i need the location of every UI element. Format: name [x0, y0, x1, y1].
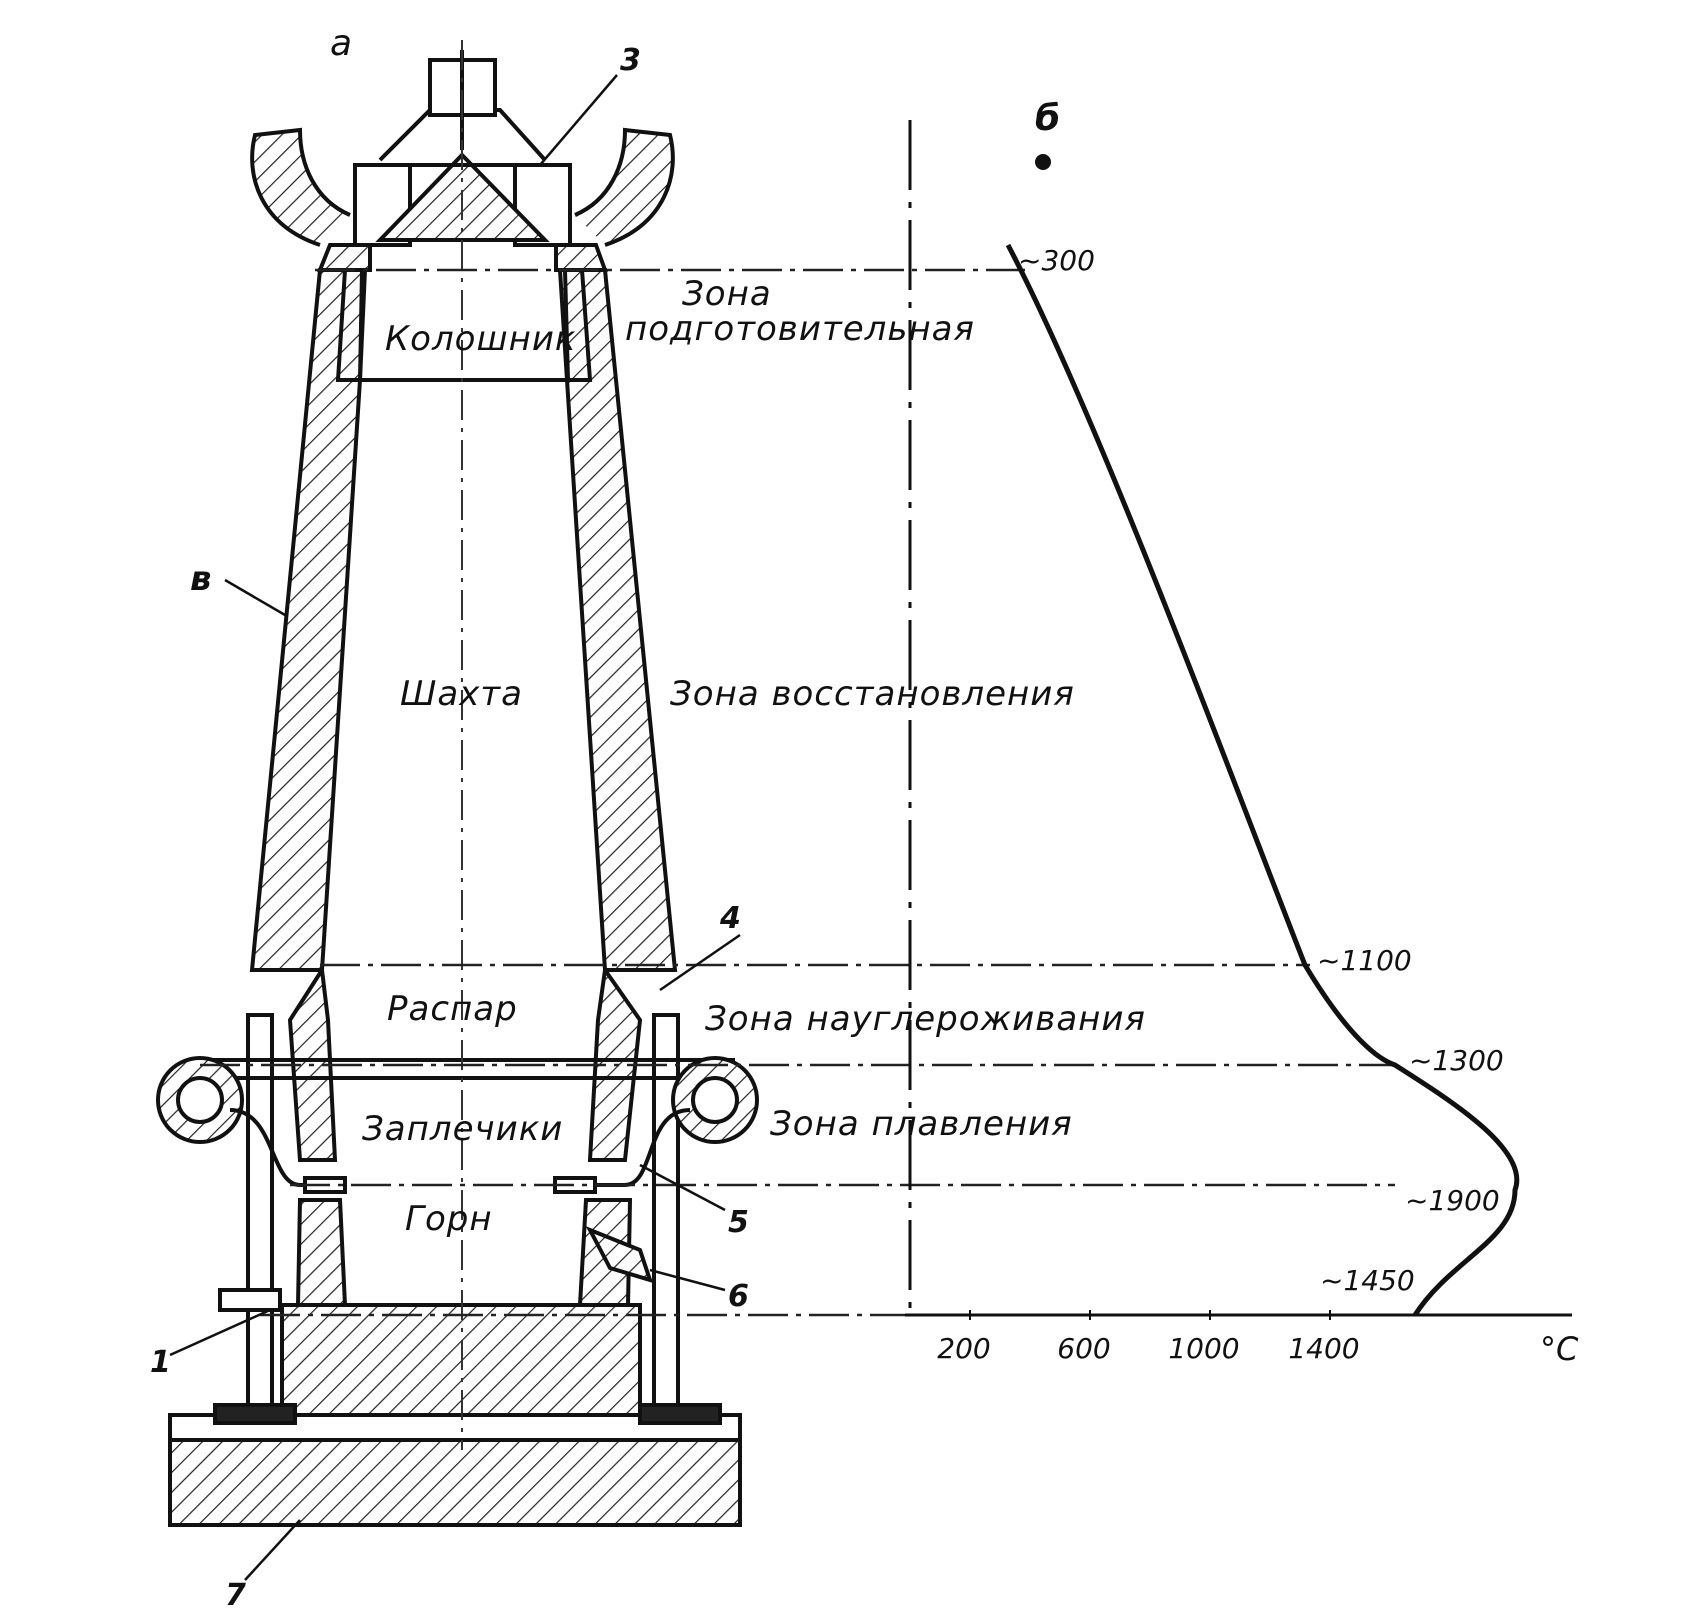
callout-6: 6: [728, 1279, 749, 1314]
panel-b-dot: [1035, 154, 1051, 170]
panel-label-a: а: [330, 23, 352, 64]
zone-plavlen: Зона плавления: [770, 1104, 1073, 1144]
callout-v: в: [190, 559, 212, 599]
bustle-pipe-left-bore: [176, 1076, 224, 1124]
temp-label-300: ~300: [1018, 244, 1095, 277]
x-tick-label-1000: 1000: [1168, 1332, 1239, 1365]
furnace-section: [156, 50, 759, 1527]
temp-label-1300: ~1300: [1409, 1044, 1504, 1077]
zone-naugler: Зона науглероживания: [705, 999, 1146, 1039]
gas-offtake-right: [574, 127, 675, 247]
column-left: [246, 1013, 274, 1417]
chart-labels: 200 600 1000 1400 °C ~300 ~1100 ~1300 ~1900 ~1450: [937, 244, 1579, 1368]
zone-vosstan: Зона восстановления: [670, 674, 1075, 714]
foundation: [168, 1438, 742, 1527]
callout-7: 7: [225, 1578, 246, 1613]
temp-label-1900: ~1900: [1405, 1184, 1500, 1217]
callout-1: 1: [150, 1345, 171, 1380]
callout-leaders: [169, 74, 741, 1581]
slag-notch-left: [218, 1288, 282, 1312]
x-tick-label-1400: 1400: [1288, 1332, 1359, 1365]
part-gorn: Горн: [405, 1199, 493, 1239]
temperature-graph: [905, 120, 1572, 1320]
column-base-right: [638, 1403, 722, 1425]
zone-podgot-line2: подготовительная: [625, 309, 975, 349]
part-raspar: Распар: [387, 989, 518, 1029]
part-shakhta: Шахта: [400, 674, 523, 714]
temperature-curve: [1005, 243, 1520, 1317]
panel-label-b: б: [1035, 98, 1060, 139]
callout-3: 3: [620, 43, 641, 78]
column-right: [652, 1013, 680, 1417]
top-collar-right: [554, 243, 608, 272]
callout-4: 4: [719, 901, 741, 936]
x-tick-label-200: 200: [937, 1332, 990, 1365]
callout-5: 5: [728, 1205, 749, 1240]
zone-podgot-line1: Зона: [682, 274, 772, 314]
top-collar-left: [317, 243, 372, 272]
bustle-pipe-right-bore: [691, 1076, 739, 1124]
column-base-left: [213, 1403, 297, 1425]
temp-label-1100: ~1100: [1317, 944, 1412, 977]
x-tick-label-600: 600: [1057, 1332, 1110, 1365]
tap-hole: [585, 1226, 654, 1284]
gas-offtake-left: [250, 127, 351, 247]
x-tick-marks: [969, 1310, 1331, 1320]
zone-boundaries: [200, 268, 1570, 1317]
temp-label-1450: ~1450: [1320, 1264, 1415, 1297]
hearth-left: [295, 1198, 348, 1307]
part-kolosh: Колошник: [385, 319, 576, 359]
part-zaplechiki: Заплечики: [362, 1109, 563, 1149]
x-unit-label: °C: [1540, 1330, 1579, 1368]
